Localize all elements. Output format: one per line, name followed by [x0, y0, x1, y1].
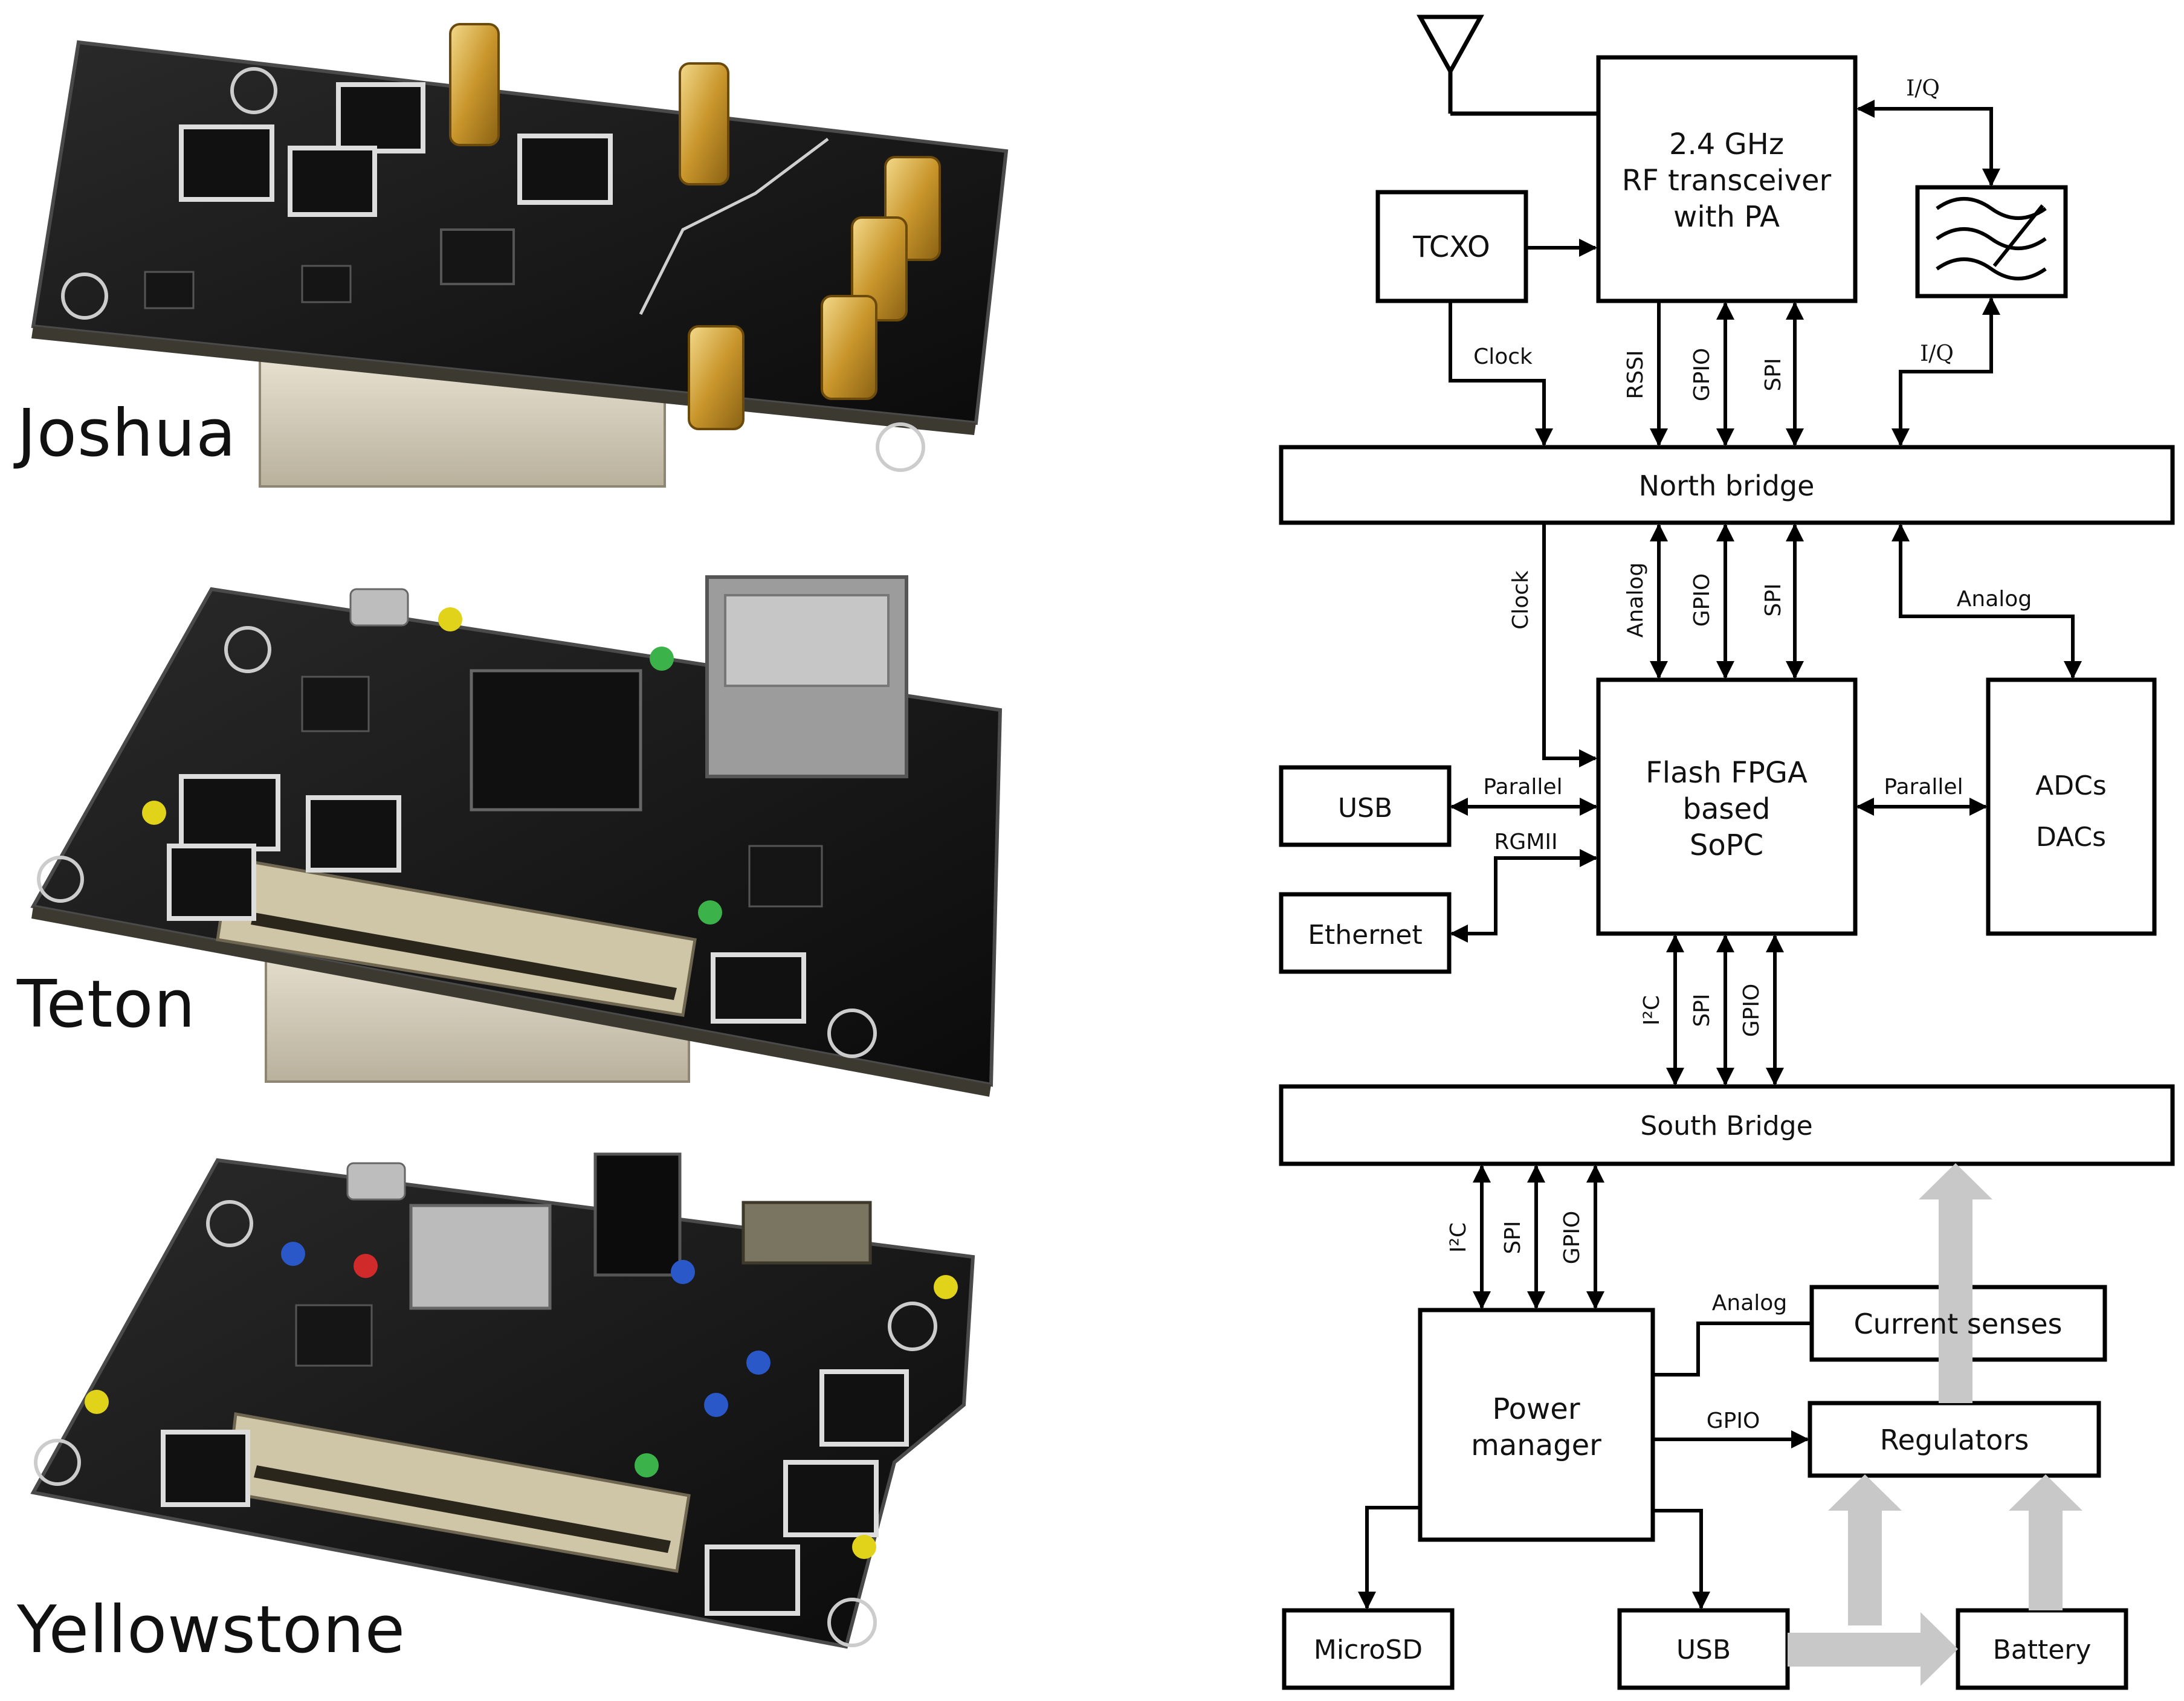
north-bridge-block [1279, 445, 2175, 525]
spi-mid-label: SPI [1761, 583, 1786, 616]
south-bridge-block [1279, 1084, 2175, 1166]
board-name-joshua: Joshua [17, 396, 237, 471]
tcxo-label: TCXO [1412, 230, 1490, 264]
yellowstone-board [30, 1152, 975, 1649]
adcs-dacs-block [1986, 677, 2157, 936]
clock-mid-label: Clock [1508, 570, 1533, 630]
parallel-left-label: Parallel [1483, 775, 1562, 799]
iq-bottom-label: I/Q [1920, 341, 1954, 366]
spi-low-label: SPI [1690, 993, 1714, 1027]
usb-top-block [1279, 765, 1452, 847]
regulators-label: Regulators [1880, 1424, 2029, 1456]
dacs-label: DACs [2036, 822, 2106, 853]
fpga-line-1: Flash FPGA [1646, 756, 1808, 790]
adcs-label: ADCs [2035, 770, 2107, 801]
fpga-line-3: SoPC [1690, 828, 1763, 862]
rgmii-label: RGMII [1494, 830, 1557, 854]
power-line-1: Power [1492, 1392, 1580, 1426]
board-name-yellowstone: Yellowstone [17, 1592, 406, 1668]
board-name-teton: Teton [17, 967, 196, 1042]
board-photos [30, 23, 1009, 1649]
gpio-reg-label: GPIO [1707, 1409, 1760, 1433]
filter-icon [1936, 197, 2047, 280]
ethernet-block [1279, 892, 1452, 974]
parallel-right-label: Parallel [1884, 775, 1963, 799]
microsd-block [1282, 1608, 1455, 1690]
rf-transceiver-block [1596, 55, 1858, 303]
spi-bottom-label: SPI [1501, 1221, 1525, 1254]
antenna-icon [1417, 15, 1598, 116]
analog-mid-label: Analog [1623, 563, 1648, 637]
gpio-top-label: GPIO [1690, 348, 1714, 402]
battery-label: Battery [1993, 1635, 2092, 1665]
clock-top-label: Clock [1473, 344, 1533, 369]
power-manager-block [1418, 1308, 1655, 1542]
fpga-line-2: based [1683, 792, 1771, 826]
rssi-label: RSSI [1623, 350, 1648, 399]
current-senses-label: Current senses [1853, 1308, 2062, 1340]
gpio-mid-label: GPIO [1690, 573, 1714, 627]
iq-top-label: I/Q [1906, 76, 1940, 101]
spi-top-label: SPI [1761, 358, 1786, 391]
microsd-label: MicroSD [1314, 1635, 1423, 1665]
south-bridge-label: South Bridge [1640, 1111, 1812, 1141]
gpio-bottom-label: GPIO [1560, 1211, 1585, 1265]
north-bridge-label: North bridge [1639, 470, 1815, 502]
ethernet-label: Ethernet [1308, 920, 1423, 951]
gpio-low-label: GPIO [1739, 984, 1764, 1038]
teton-board [30, 575, 1003, 1097]
usb-top-label: USB [1338, 793, 1392, 824]
rf-line-2: RF transceiver [1622, 164, 1832, 198]
i2c-bottom-label: I²C [1446, 1222, 1471, 1253]
analog-right-label: Analog [1957, 587, 2032, 612]
usb-bottom-label: USB [1676, 1635, 1731, 1665]
rf-line-3: with PA [1673, 200, 1780, 234]
rf-line-1: 2.4 GHz [1669, 127, 1784, 161]
filter-block [1915, 185, 2068, 299]
fpga-block [1596, 677, 1858, 936]
power-flow-arrows [1788, 1163, 2082, 1686]
i2c-mid-label: I²C [1640, 995, 1664, 1025]
power-line-2: manager [1471, 1428, 1601, 1462]
analog-bottom-label: Analog [1712, 1291, 1787, 1315]
joshua-board [31, 23, 1009, 488]
